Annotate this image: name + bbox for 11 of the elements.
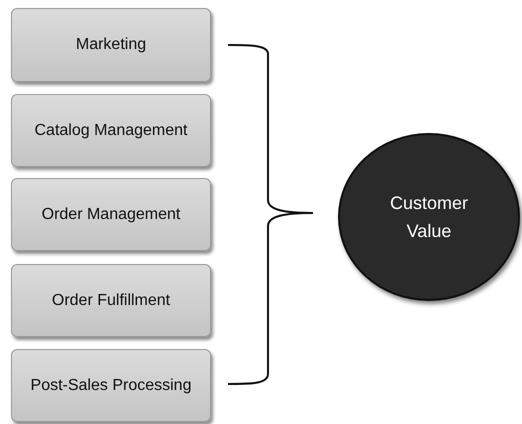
box-label: Order Fulfillment xyxy=(52,290,170,310)
process-box xyxy=(11,8,211,82)
box-label: Post-Sales Processing xyxy=(30,376,192,396)
process-box xyxy=(11,94,211,167)
process-box xyxy=(11,349,211,422)
process-box xyxy=(11,178,211,251)
ellipse-label: Customer Value xyxy=(388,192,470,243)
box-label: Catalog Management xyxy=(34,120,188,140)
process-box xyxy=(11,264,211,337)
box-label: Marketing xyxy=(76,35,146,55)
box-label: Order Management xyxy=(42,204,180,224)
